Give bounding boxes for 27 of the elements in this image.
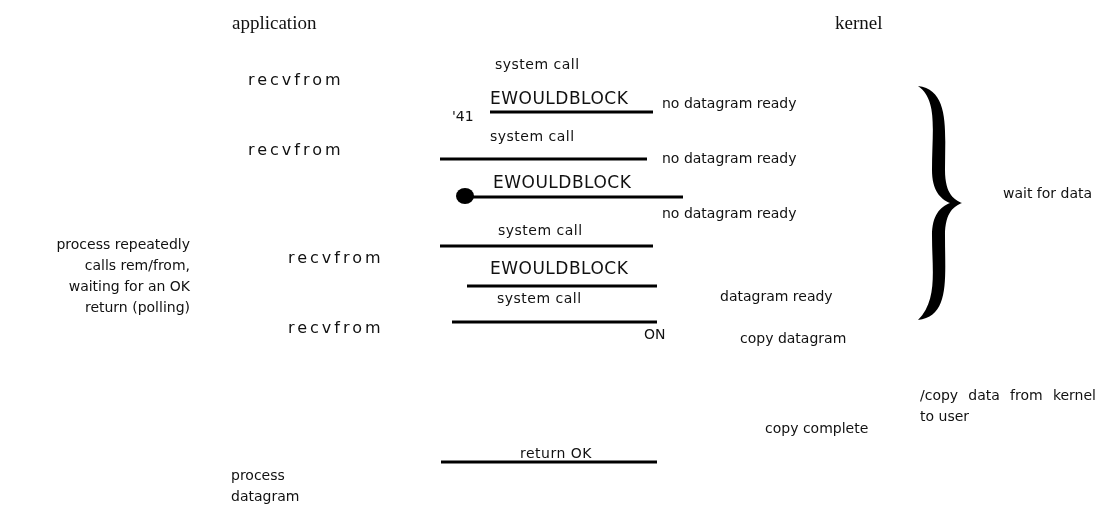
curly-brace <box>918 86 962 320</box>
message-label: EWOULDBLOCK <box>490 88 629 108</box>
state-label: datagram ready <box>720 288 833 304</box>
function-name: recvfrom <box>288 318 384 337</box>
side-note: process repeatedly calls rem/from, waiting for an OK return (polling) <box>55 235 190 317</box>
message-label: system call <box>495 56 580 72</box>
scan-mark: '41 <box>452 108 474 124</box>
state-label: /copy data from kernel to user <box>920 386 1096 426</box>
message-label: EWOULDBLOCK <box>493 172 632 192</box>
column-heading: kernel <box>835 12 883 34</box>
message-label: system call <box>490 128 575 144</box>
function-name: recvfrom <box>288 248 384 267</box>
function-name: recvfrom <box>248 140 344 159</box>
message-label: system call <box>497 290 582 306</box>
state-label: no datagram ready <box>662 95 797 111</box>
state-label: copy datagram <box>740 330 847 346</box>
message-label: EWOULDBLOCK <box>490 258 629 278</box>
message-label: system call <box>498 222 583 238</box>
step-label: process datagram <box>231 466 301 506</box>
state-label: copy complete <box>765 420 869 436</box>
function-name: recvfrom <box>248 70 344 89</box>
state-label: no datagram ready <box>662 150 797 166</box>
state-label: no datagram ready <box>662 205 797 221</box>
column-heading: application <box>232 12 317 34</box>
scan-mark: ON <box>644 326 666 342</box>
message-label: return OK <box>520 444 592 463</box>
brace-label: wait for data <box>1003 185 1093 201</box>
